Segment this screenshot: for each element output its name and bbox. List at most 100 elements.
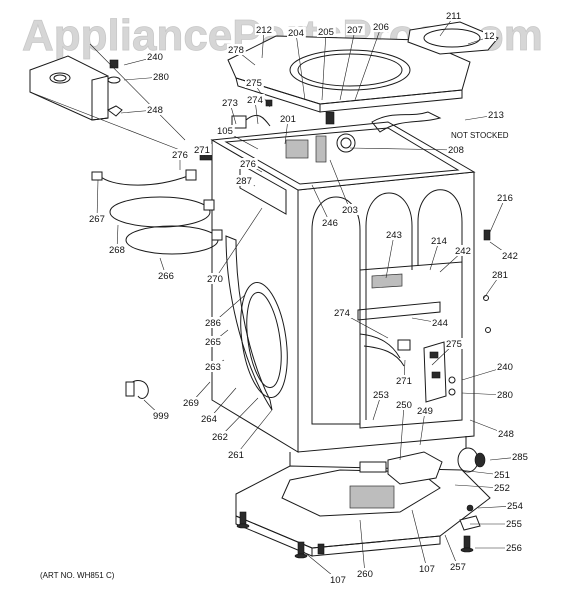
callout-c211: 211 (446, 11, 461, 22)
callout-c257: 257 (450, 562, 466, 573)
callout-bg-c276a (171, 149, 190, 160)
callout-c276a: 276 (172, 150, 188, 161)
callout-bg-c271a (193, 144, 212, 155)
callout-bg-c261 (227, 449, 246, 460)
callout-c270: 270 (207, 274, 223, 285)
callout-c266: 266 (158, 271, 174, 282)
callout-c242b: 242 (502, 251, 518, 262)
base-assembly (235, 447, 491, 559)
leader-line-c205 (321, 31, 327, 101)
cabinet (210, 121, 476, 472)
callout-bg-c250 (395, 399, 414, 410)
callout-c244: 244 (432, 318, 448, 329)
leader-line-c246 (311, 184, 331, 224)
callout-bg-c275a (245, 77, 264, 88)
callout-bg-c262 (211, 431, 230, 442)
callout-bg-c275b (445, 338, 464, 349)
callout-bg-c257 (449, 561, 468, 572)
callout-bg-c276b (239, 158, 258, 169)
pressure-switch-208-icon (336, 133, 356, 153)
callout-c240b: 240 (497, 362, 513, 373)
clip-216-icon (483, 229, 491, 241)
callout-bg-c107a (329, 574, 348, 585)
callout-c12: 12 (484, 31, 495, 42)
leader-line-c261 (235, 409, 273, 456)
top-internal-parts (199, 99, 442, 163)
callout-c250: 250 (396, 400, 412, 411)
callout-c206: 206 (373, 22, 389, 33)
callout-bg-c285 (511, 451, 530, 462)
callout-c271b: 271 (396, 376, 412, 387)
callout-bg-c205 (317, 26, 336, 37)
callout-bg-c240a (146, 51, 165, 62)
callout-c286: 286 (205, 318, 221, 329)
leader-line-c204 (295, 32, 306, 101)
callout-c285: 285 (512, 452, 528, 463)
callout-bg-c268 (108, 244, 127, 255)
callout-c275b: 275 (446, 339, 462, 350)
callout-c208: 208 (448, 145, 464, 156)
callout-c253: 253 (373, 390, 389, 401)
callout-c213: 213 (488, 110, 504, 121)
callout-bg-c248b (497, 428, 516, 439)
callout-bg-c270 (206, 273, 225, 284)
callout-bg-c281 (491, 269, 510, 280)
callout-c105: 105 (217, 126, 233, 137)
hose-fitting-icon (91, 171, 103, 181)
callout-bg-c201 (279, 113, 298, 124)
callout-c263: 263 (205, 362, 221, 373)
leader-line-c260 (359, 519, 366, 575)
callout-c267: 267 (89, 214, 105, 225)
callout-bg-c206 (372, 21, 391, 32)
valve-273-icon (231, 115, 247, 129)
callout-bg-c263 (204, 361, 223, 372)
callout-bg-c266 (157, 270, 176, 281)
fill-hoses (91, 169, 223, 255)
callout-c205: 205 (318, 27, 334, 38)
callout-c260: 260 (357, 569, 373, 580)
callout-bg-c242b (501, 250, 520, 261)
callout-bg-c249 (416, 405, 435, 416)
callout-bg-c212 (255, 24, 274, 35)
leader-line-c107b (411, 509, 428, 570)
callout-bg-c208 (447, 144, 466, 155)
callout-c251: 251 (494, 470, 510, 481)
callout-c271a: 271 (194, 145, 210, 156)
art-number: (ART NO. WH851 C) (40, 571, 115, 580)
callout-c107a: 107 (330, 575, 346, 586)
callout-bg-c286 (204, 317, 223, 328)
callout-bg-c271b (395, 375, 414, 386)
callout-c261: 261 (228, 450, 244, 461)
callout-c274a: 274 (247, 95, 263, 106)
callout-c240a: 240 (147, 52, 163, 63)
callout-bg-c248a (146, 104, 165, 115)
leader-line-c207 (339, 29, 356, 101)
callout-c276b: 276 (240, 159, 256, 170)
callout-c207: 207 (347, 25, 363, 36)
callout-bg-c251 (493, 469, 512, 480)
callout-c204: 204 (288, 28, 304, 39)
callout-bg-c214 (430, 235, 449, 246)
callout-bg-c244 (431, 317, 450, 328)
callout-bg-c280b (496, 389, 515, 400)
leader-line-c208 (349, 147, 457, 151)
callout-bg-c280a (152, 71, 171, 82)
washer-280-icon (107, 76, 121, 84)
rear-small-parts (423, 229, 491, 403)
not-stocked-note: NOT STOCKED (451, 131, 509, 140)
callout-bg-c278 (227, 44, 246, 55)
callout-c262: 262 (212, 432, 228, 443)
callout-bg-c203 (341, 204, 360, 215)
pump-motor-260-icon (349, 485, 395, 509)
callout-bg-c255 (505, 518, 524, 529)
callout-bg-c274b (333, 307, 352, 318)
leader-line-c243 (385, 234, 395, 279)
callout-c287: 287 (236, 176, 252, 187)
leader-line-c270 (214, 207, 263, 280)
callout-c254: 254 (507, 501, 523, 512)
callout-c269: 269 (183, 398, 199, 409)
callout-bg-c267 (88, 213, 107, 224)
